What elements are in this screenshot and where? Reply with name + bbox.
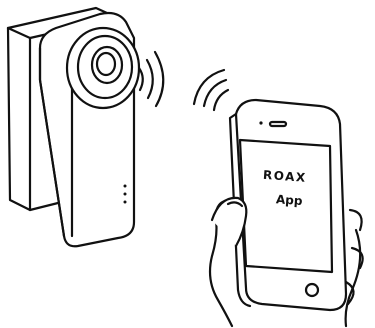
wrist-right xyxy=(346,230,361,326)
app-label: App xyxy=(276,192,304,208)
signal-wave xyxy=(155,52,163,106)
wifi-signal-icon xyxy=(139,52,163,106)
status-dot xyxy=(124,201,127,204)
finger xyxy=(350,210,362,230)
status-dot xyxy=(124,185,127,188)
wifi-signal-icon xyxy=(194,70,228,110)
smartphone-icon: ROAX App xyxy=(230,100,346,310)
status-dot xyxy=(124,193,127,196)
signal-wave xyxy=(194,70,224,104)
signal-wave xyxy=(147,60,153,98)
lock-device-icon xyxy=(8,8,139,246)
signal-wave xyxy=(214,90,228,110)
phone-camera xyxy=(259,121,262,124)
